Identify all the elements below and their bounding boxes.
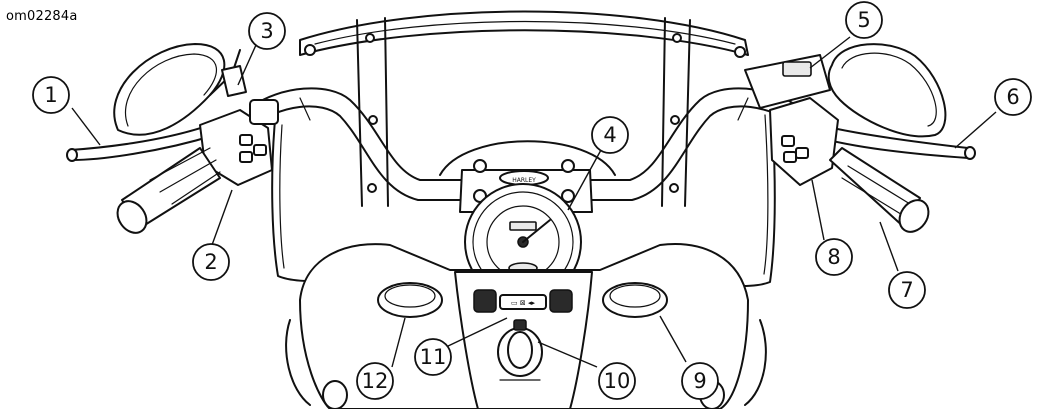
callout-label: 7 bbox=[900, 278, 913, 302]
callout-label: 8 bbox=[827, 245, 840, 269]
callout-label: 4 bbox=[603, 123, 616, 147]
callout-label: 11 bbox=[420, 345, 447, 369]
figure-reference-code: om02284a bbox=[6, 9, 78, 24]
callout-label: 2 bbox=[204, 250, 217, 274]
callout-label: 9 bbox=[693, 369, 706, 393]
callout-leaders bbox=[71, 36, 997, 368]
callouts: 1 2 3 4 5 6 7 8 bbox=[32, 1, 1032, 400]
right-mirror bbox=[827, 43, 947, 138]
callout-7: 7 bbox=[888, 271, 926, 309]
callout-label: 10 bbox=[604, 369, 631, 393]
callout-label: 5 bbox=[857, 8, 870, 32]
callout-4: 4 bbox=[591, 116, 629, 154]
callout-label: 1 bbox=[44, 83, 57, 107]
callout-10: 10 bbox=[598, 362, 636, 400]
callout-11: 11 bbox=[414, 338, 452, 376]
left-hand-controls bbox=[66, 65, 279, 234]
callout-label: 12 bbox=[362, 369, 389, 393]
svg-text:▭ ⊠ ◂▸: ▭ ⊠ ◂▸ bbox=[511, 299, 535, 307]
right-hand-controls bbox=[744, 54, 976, 233]
callout-label: 6 bbox=[1006, 85, 1019, 109]
svg-text:HARLEY: HARLEY bbox=[512, 177, 536, 184]
callout-2: 2 bbox=[192, 243, 230, 281]
callout-9: 9 bbox=[681, 362, 719, 400]
callout-label: 3 bbox=[260, 19, 273, 43]
callout-6: 6 bbox=[994, 78, 1032, 116]
callout-12: 12 bbox=[356, 362, 394, 400]
callout-8: 8 bbox=[815, 238, 853, 276]
callout-1: 1 bbox=[32, 76, 70, 114]
callout-3: 3 bbox=[248, 12, 286, 50]
fuel-caps bbox=[377, 282, 668, 318]
callout-5: 5 bbox=[845, 1, 883, 39]
